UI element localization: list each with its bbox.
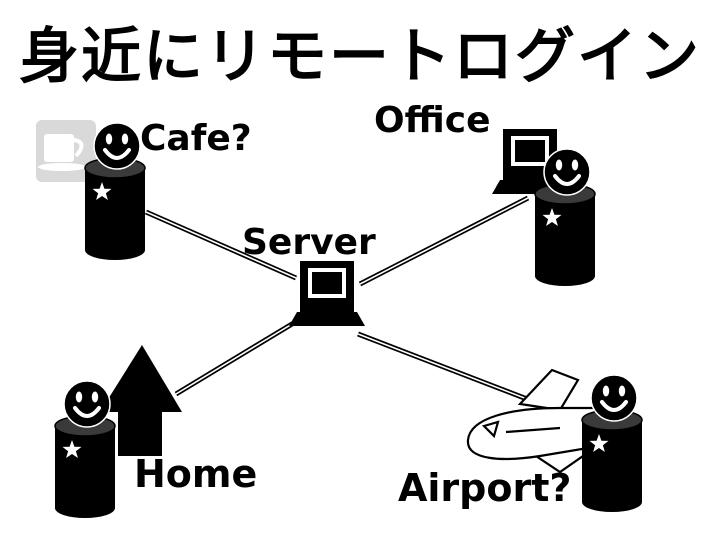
label-office: Office (374, 100, 491, 141)
slide-title: 身近にリモートログイン (19, 22, 701, 92)
label-cafe: Cafe? (140, 118, 252, 159)
server-computer-icon (289, 261, 365, 326)
coffee-cup-icon (36, 120, 96, 182)
smiley-user-office (533, 147, 597, 288)
link-cafe-server (144, 209, 298, 281)
link-home-server (174, 315, 304, 397)
house-icon (100, 345, 182, 456)
smiley-user-airport (580, 373, 644, 514)
label-server: Server (242, 222, 376, 263)
smiley-user-home (53, 379, 117, 520)
label-home: Home (134, 452, 258, 496)
link-office-server (358, 195, 530, 287)
smiley-user-cafe (83, 121, 147, 262)
label-airport: Airport? (398, 466, 572, 510)
